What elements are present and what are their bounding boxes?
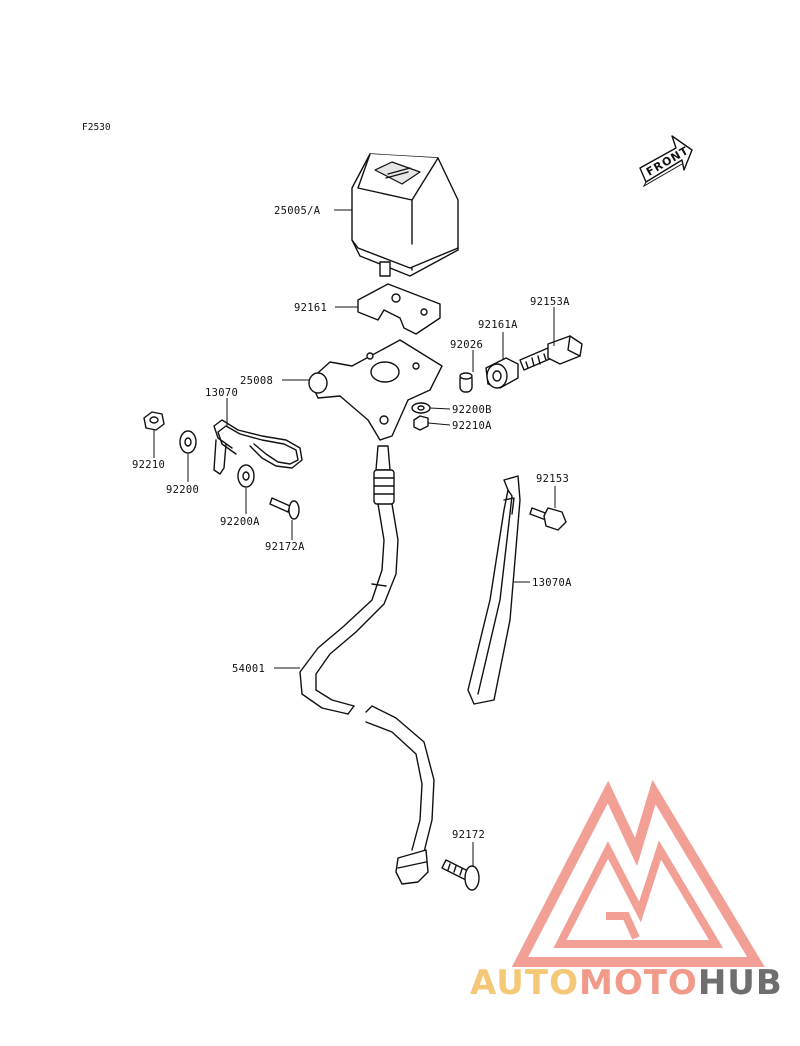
clamp-13070-part <box>213 419 303 475</box>
part-label-92200b: 92200B <box>452 404 492 416</box>
speedometer-cable-part <box>299 445 435 885</box>
screw-92172a-part <box>269 497 300 520</box>
part-label-92153a: 92153A <box>530 296 570 308</box>
front-direction-arrow: FRONT <box>639 135 693 188</box>
part-label-25005a: 25005/A <box>274 205 321 217</box>
collar-92026-part <box>459 372 473 393</box>
part-label-92200: 92200 <box>166 484 199 496</box>
bracket-25008-part <box>308 339 443 441</box>
part-label-92210: 92210 <box>132 459 165 471</box>
part-label-92172: 92172 <box>452 829 485 841</box>
grommet-92161a-part <box>485 357 519 389</box>
part-label-92161: 92161 <box>294 302 327 314</box>
washer-92200b-part <box>411 402 431 414</box>
nut-92210a-part <box>413 415 429 431</box>
bolt-92153-part <box>529 507 567 531</box>
bolt-92153a-part <box>519 335 583 371</box>
part-labels: 25005/A 92161 92153A 92161A 92026 25008 … <box>132 205 572 841</box>
watermark-part-hub: HUB <box>698 963 783 1003</box>
part-label-54001: 54001 <box>232 663 265 675</box>
watermark-part-moto: MOTO <box>579 963 698 1003</box>
part-label-92172a: 92172A <box>265 541 305 553</box>
watermark-logo-icon <box>511 779 765 967</box>
part-label-13070: 13070 <box>205 387 238 399</box>
leader-lines <box>153 209 556 866</box>
part-label-92153: 92153 <box>536 473 569 485</box>
figure-code: F2530 <box>82 122 111 133</box>
washer-92200a-part <box>237 464 255 488</box>
part-label-92200a: 92200A <box>220 516 260 528</box>
screw-92172-part <box>441 859 480 891</box>
part-label-92161a: 92161A <box>478 319 518 331</box>
meter-unit-part <box>351 153 459 277</box>
clamp-strap-13070a-part <box>467 475 521 705</box>
watermark-part-auto: AUTO <box>470 963 579 1003</box>
part-label-92026: 92026 <box>450 339 483 351</box>
part-label-13070a: 13070A <box>532 577 572 589</box>
part-label-92210a: 92210A <box>452 420 492 432</box>
washer-92200-part <box>179 430 197 454</box>
nut-92210-part <box>143 411 165 431</box>
part-label-25008: 25008 <box>240 375 273 387</box>
watermark-text: AUTOMOTOHUB <box>470 963 783 1003</box>
gasket-92161-part <box>357 283 441 335</box>
